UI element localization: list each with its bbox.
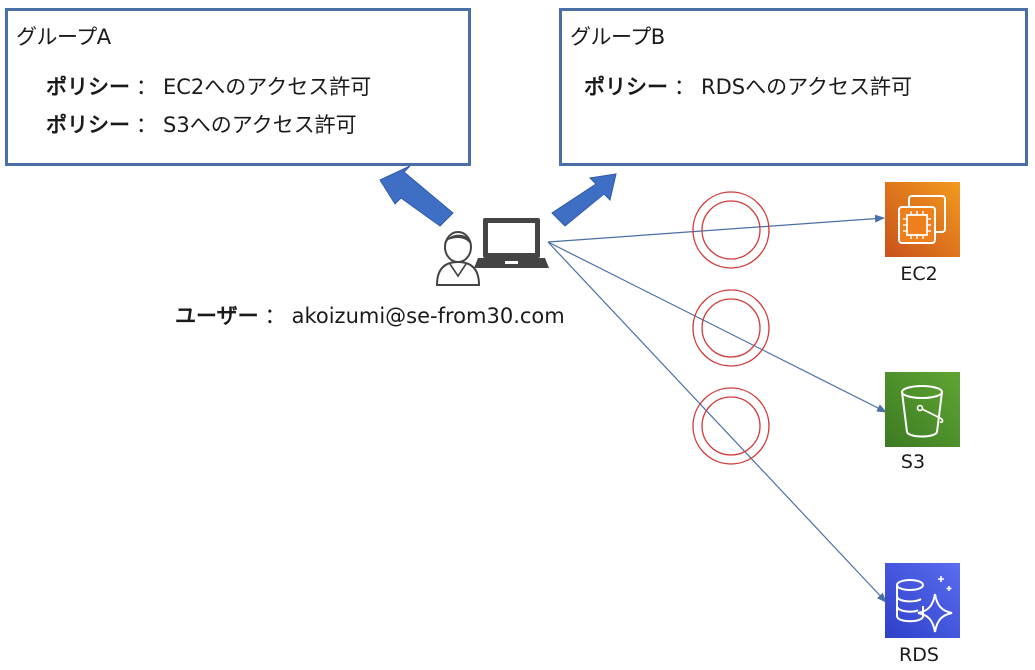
policy-value: EC2へのアクセス許可: [163, 75, 372, 99]
policy-key: ポリシー: [46, 113, 130, 137]
policy-value: S3へのアクセス許可: [163, 113, 357, 137]
user-key: ユーザー: [175, 304, 259, 328]
group-b-policy: ポリシー：RDSへのアクセス許可: [584, 71, 912, 101]
user-email: akoizumi@se-from30.com: [291, 304, 565, 328]
group-a-policy: ポリシー：S3へのアクセス許可: [46, 109, 357, 139]
line-to-rds: [547, 241, 887, 603]
service-label-rds: RDS: [899, 644, 939, 666]
group-b-box: グループB ポリシー：RDSへのアクセス許可: [559, 8, 1028, 166]
line-to-ec2: [547, 214, 885, 243]
service-label-ec2: EC2: [900, 263, 938, 285]
group-b-title: グループB: [570, 25, 665, 49]
service-label-s3: S3: [900, 451, 926, 473]
arrow-to-group-a: [379, 165, 454, 227]
line-to-s3: [547, 241, 887, 413]
user-separator: ：: [264, 304, 286, 328]
policy-separator: ：: [136, 75, 157, 99]
user-label: ユーザー：akoizumi@se-from30.com: [175, 300, 565, 330]
policy-value: RDSへのアクセス許可: [701, 75, 913, 99]
allow-mark-rds: [692, 387, 770, 465]
allow-mark-s3: [692, 289, 770, 367]
policy-key: ポリシー: [584, 75, 668, 99]
ec2-chip-icon: [885, 182, 960, 257]
policy-separator: ：: [674, 75, 695, 99]
rds-database-icon: [885, 563, 960, 638]
laptop-icon: [474, 218, 549, 268]
group-a-title: グループA: [16, 25, 111, 49]
group-a-policy: ポリシー：EC2へのアクセス許可: [46, 71, 371, 101]
policy-key: ポリシー: [46, 75, 130, 99]
policy-separator: ：: [136, 113, 157, 137]
user-person-icon: [435, 231, 481, 286]
s3-bucket-icon: [885, 372, 960, 447]
arrow-to-group-b: [551, 173, 617, 227]
group-a-box: グループA ポリシー：EC2へのアクセス許可 ポリシー：S3へのアクセス許可: [5, 8, 471, 166]
allow-mark-ec2: [692, 191, 770, 269]
